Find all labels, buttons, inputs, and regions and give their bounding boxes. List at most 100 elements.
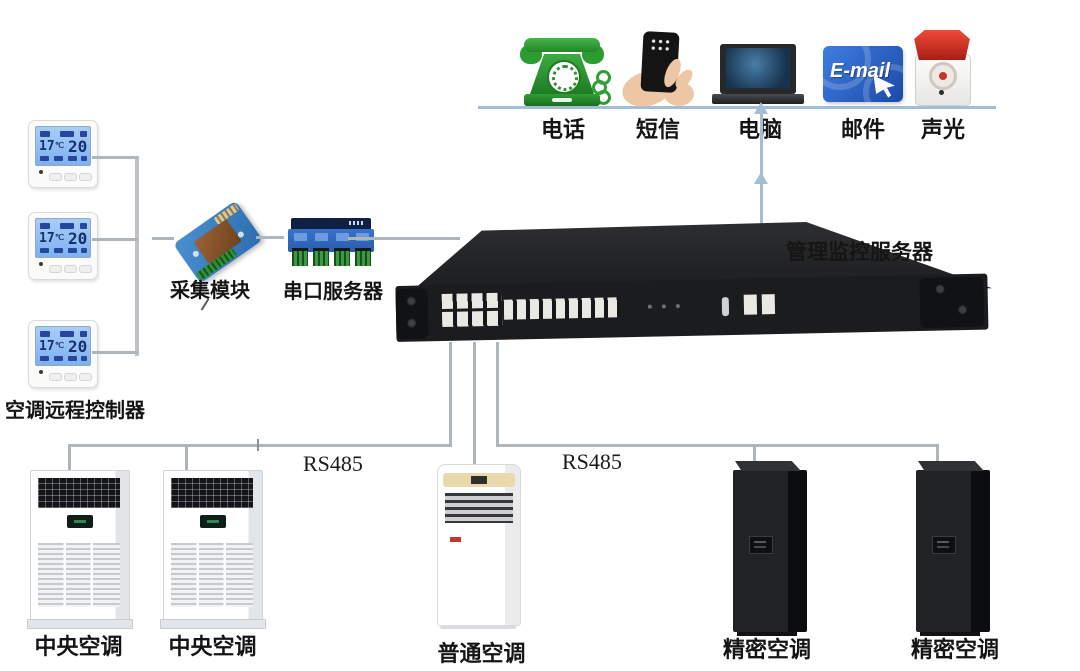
laptop-screen bbox=[720, 44, 796, 94]
temp-right: 20 bbox=[68, 229, 88, 248]
ac-control-panel bbox=[443, 473, 515, 487]
phone-base bbox=[524, 94, 600, 106]
serial-server-label: 串口服务器 bbox=[283, 281, 383, 303]
rj45-port-row bbox=[503, 297, 621, 320]
siren-icon bbox=[913, 30, 973, 106]
arrow-up-icon bbox=[754, 102, 768, 114]
central-ac-unit-2 bbox=[160, 470, 266, 629]
bus-junction-tick bbox=[257, 439, 259, 451]
serial-terminal bbox=[334, 248, 350, 266]
rack-ear-right bbox=[919, 276, 985, 329]
server-front-panel bbox=[395, 273, 989, 342]
ac-vent bbox=[445, 493, 513, 523]
ac-display bbox=[200, 515, 226, 528]
server-downlink-2 bbox=[473, 342, 476, 466]
collection-module-label: 采集模块 bbox=[170, 280, 250, 302]
ac-remote-controller-2: 17 ℃ 20 bbox=[28, 212, 98, 280]
rs485-bus-right bbox=[496, 444, 939, 447]
ac-label-central-1: 中央空调 bbox=[34, 634, 123, 659]
serial-terminal bbox=[313, 248, 329, 266]
ac-louvers bbox=[171, 543, 253, 607]
alert-label-sms: 短信 bbox=[635, 117, 680, 142]
server-downlink-3 bbox=[496, 342, 499, 447]
ac-base bbox=[27, 619, 133, 629]
serial-server-icon bbox=[288, 218, 374, 266]
cabinet-top bbox=[918, 461, 984, 471]
controller-stub-2 bbox=[92, 238, 138, 241]
bus-to-module-link bbox=[152, 237, 174, 240]
central-ac-unit-1 bbox=[27, 470, 133, 629]
telephone-icon bbox=[516, 36, 611, 108]
alert-label-email: 邮件 bbox=[840, 117, 885, 142]
temp-unit: ℃ bbox=[55, 341, 64, 350]
email-deco bbox=[863, 64, 903, 102]
temp-unit: ℃ bbox=[55, 141, 64, 150]
phone-dial bbox=[547, 60, 581, 94]
sms-icon bbox=[618, 31, 700, 112]
ac-base bbox=[920, 632, 980, 636]
laptop-base bbox=[712, 94, 804, 104]
alert-label-computer: 电脑 bbox=[715, 112, 805, 144]
rs485-bus-left bbox=[68, 444, 452, 447]
ac-base bbox=[160, 619, 266, 629]
ac-label-precision-2: 精密空调 bbox=[910, 637, 999, 662]
ac-label-central-2: 中央空调 bbox=[168, 634, 257, 659]
rj45-block-row bbox=[441, 310, 503, 328]
usb-port bbox=[721, 297, 730, 317]
ac-base bbox=[440, 625, 516, 629]
drop-central-ac-1 bbox=[68, 444, 71, 472]
precision-ac-unit-1 bbox=[733, 461, 807, 636]
drop-central-ac-2 bbox=[185, 444, 188, 472]
controller-stub-3 bbox=[92, 351, 138, 354]
module-to-serial-link bbox=[256, 236, 284, 239]
drop-precision-ac-1 bbox=[753, 444, 756, 472]
siren-beacon bbox=[914, 30, 970, 60]
temp-unit: ℃ bbox=[55, 233, 64, 242]
siren-speaker bbox=[929, 62, 957, 90]
thermostat-screen: 17 ℃ 20 bbox=[35, 326, 91, 366]
temp-left: 17 bbox=[39, 139, 55, 154]
cabinet-top bbox=[735, 461, 801, 471]
uplink-port bbox=[761, 294, 776, 315]
ac-louvers bbox=[38, 543, 120, 607]
email-icon: E-mail bbox=[823, 46, 903, 102]
temp-right: 20 bbox=[68, 137, 88, 156]
ac-display bbox=[749, 536, 773, 554]
arrow-up-icon bbox=[754, 172, 768, 184]
ac-remote-controller-1: 17 ℃ 20 bbox=[28, 120, 98, 188]
controller-bus-line bbox=[135, 156, 139, 356]
rack-ear-left bbox=[395, 288, 429, 339]
controller-stub-1 bbox=[92, 156, 138, 159]
ac-grille bbox=[38, 478, 120, 508]
precision-ac-unit-2 bbox=[916, 461, 990, 636]
ac-label-precision-1: 精密空调 bbox=[722, 637, 811, 662]
laptop-icon bbox=[712, 44, 804, 106]
ac-remote-controller-3: 17 ℃ 20 bbox=[28, 320, 98, 388]
server-downlink-1 bbox=[449, 342, 452, 446]
thermostat-screen: 17 ℃ 20 bbox=[35, 218, 91, 258]
ac-display bbox=[67, 515, 93, 528]
serial-top-band bbox=[291, 218, 371, 229]
temp-left: 17 bbox=[39, 339, 55, 354]
remote-controllers-label: 空调远程控制器 bbox=[5, 400, 145, 422]
portable-ac-unit bbox=[437, 464, 521, 629]
siren-led bbox=[939, 90, 944, 95]
alert-label-sound-light: 声光 bbox=[920, 117, 965, 142]
temp-left: 17 bbox=[39, 231, 55, 246]
rj45-block-row bbox=[441, 292, 502, 310]
serial-to-switch-link bbox=[348, 237, 460, 240]
temp-right: 20 bbox=[68, 337, 88, 356]
uplink-port bbox=[743, 294, 758, 315]
ac-grille bbox=[171, 478, 253, 508]
serial-terminal bbox=[355, 248, 371, 266]
module-board bbox=[173, 200, 263, 284]
alert-bus-line bbox=[478, 106, 996, 109]
management-server-label: 管理监控服务器 bbox=[786, 241, 933, 264]
rs485-label-right: RS485 bbox=[562, 449, 622, 474]
collection-module-icon bbox=[173, 200, 263, 284]
ac-base bbox=[737, 632, 797, 636]
ac-display bbox=[932, 536, 956, 554]
keypad-dots bbox=[649, 37, 673, 53]
email-deco bbox=[823, 46, 871, 90]
